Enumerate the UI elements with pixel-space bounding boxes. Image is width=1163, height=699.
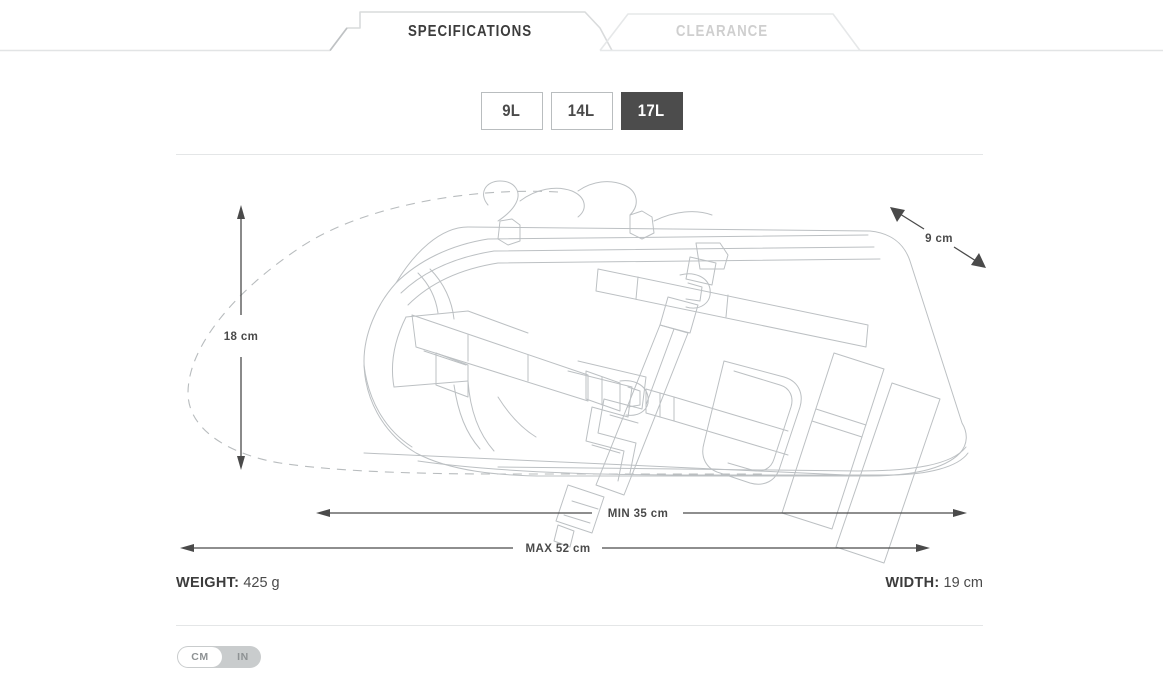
volume-option-9l-label: 9L xyxy=(502,101,521,120)
tab-clearance[interactable]: CLEARANCE xyxy=(675,23,769,40)
spec-weight-value: 425 g xyxy=(243,575,280,591)
strap-loop-top xyxy=(695,242,729,270)
tab-bar-shapes xyxy=(0,11,1163,52)
spec-width-label: WIDTH: xyxy=(885,575,940,591)
min-length-label: MIN 35 cm xyxy=(608,508,668,520)
spec-width-value: 19 cm xyxy=(943,575,984,591)
depth-dimension-label: 9 cm xyxy=(925,233,953,245)
unit-toggle-in[interactable]: IN xyxy=(237,651,249,663)
unit-toggle[interactable]: CM IN xyxy=(177,646,261,668)
max-volume-dashed-outline xyxy=(187,190,768,475)
min-length-line xyxy=(316,509,967,517)
height-dimension-line xyxy=(237,205,245,470)
volume-selector: 9L 14L 17L xyxy=(0,92,1163,130)
divider-bottom xyxy=(176,625,983,626)
volume-option-14l[interactable]: 14L xyxy=(550,92,613,130)
volume-option-17l-label: 17L xyxy=(638,101,665,120)
volume-option-17l[interactable]: 17L xyxy=(620,92,683,130)
max-length-line xyxy=(180,544,930,552)
depth-dimension-line xyxy=(890,207,986,268)
spec-weight: WEIGHT:425 g xyxy=(176,575,280,591)
diagram-svg: 18 cm 9 cm MIN 35 cm xyxy=(180,180,986,564)
spec-summary-row: WEIGHT:425 g WIDTH:19 cm xyxy=(176,575,983,597)
height-dimension-label: 18 cm xyxy=(224,331,259,343)
spec-weight-label: WEIGHT: xyxy=(176,575,240,591)
bag-illustration xyxy=(363,180,969,564)
volume-option-9l[interactable]: 9L xyxy=(480,92,543,130)
tab-bar: SPECIFICATIONS CLEARANCE xyxy=(0,0,1163,57)
product-dimension-diagram: 18 cm 9 cm MIN 35 cm xyxy=(168,165,998,565)
tab-specifications[interactable]: SPECIFICATIONS xyxy=(407,23,533,40)
spec-width: WIDTH:19 cm xyxy=(885,575,983,591)
volume-option-14l-label: 14L xyxy=(568,101,595,120)
divider-top xyxy=(176,154,983,155)
unit-toggle-cm[interactable]: CM xyxy=(178,647,222,667)
max-length-label: MAX 52 cm xyxy=(526,543,591,555)
